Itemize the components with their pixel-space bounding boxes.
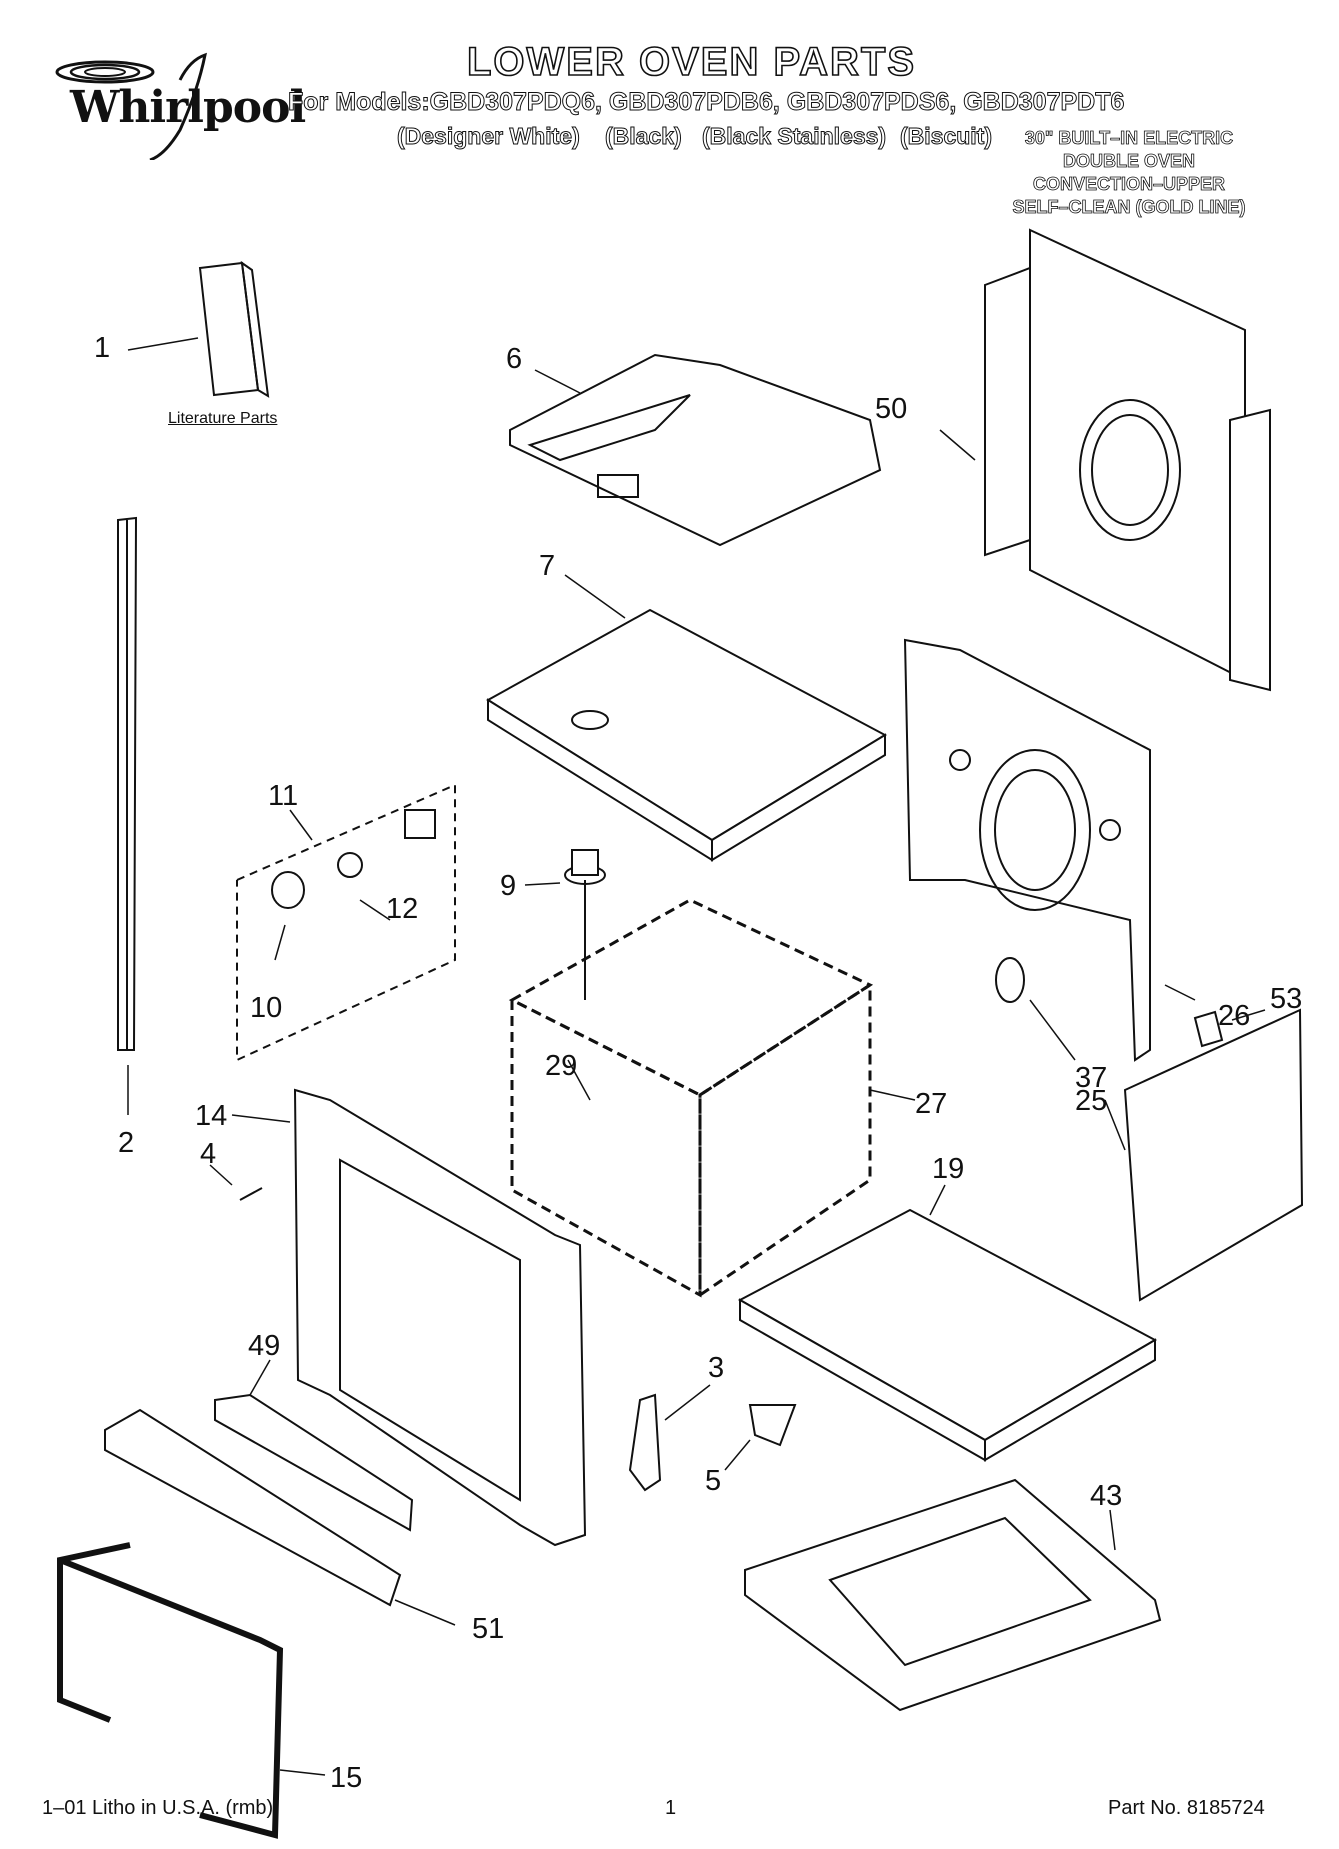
callout-14: 14 bbox=[195, 1100, 228, 1132]
part-lens bbox=[271, 871, 305, 909]
part-clip bbox=[1193, 1010, 1224, 1048]
part-oven-top bbox=[486, 608, 888, 862]
callout-29: 29 bbox=[545, 1050, 578, 1082]
color-black: (Black) bbox=[605, 123, 683, 150]
part-bulb bbox=[337, 852, 363, 878]
callout-26: 26 bbox=[1218, 1000, 1251, 1032]
callout-9: 9 bbox=[500, 870, 517, 902]
part-oven-cavity bbox=[508, 898, 874, 1298]
callout-5: 5 bbox=[705, 1465, 722, 1497]
spec-line-4: SELF–CLEAN (GOLD LINE) bbox=[1012, 197, 1246, 218]
part-rear-panel bbox=[984, 228, 1271, 692]
page-title: LOWER OVEN PARTS bbox=[466, 39, 917, 85]
color-biscuit: (Biscuit) bbox=[900, 123, 993, 150]
brand-wordmark: Whirlpool bbox=[70, 82, 306, 133]
part-thermal-fuse bbox=[995, 957, 1025, 1003]
part-bracket-3 bbox=[628, 1393, 662, 1492]
leader-lines bbox=[127, 337, 1266, 1776]
callout-2: 2 bbox=[118, 1127, 135, 1159]
part-light-assembly bbox=[236, 783, 456, 1062]
spec-line-1: 30" BUILT–IN ELECTRIC bbox=[1024, 128, 1234, 149]
callout-4: 4 bbox=[200, 1138, 217, 1170]
part-socket bbox=[404, 809, 436, 839]
part-vent-trim bbox=[104, 1408, 402, 1607]
callout-1: 1 bbox=[94, 332, 111, 364]
models-line: For Models:GBD307PDQ6, GBD307PDB6, GBD30… bbox=[287, 88, 1125, 117]
part-door-gasket bbox=[57, 1542, 284, 1839]
callout-10: 10 bbox=[250, 992, 283, 1024]
callout-49: 49 bbox=[248, 1330, 281, 1362]
callout-50: 50 bbox=[875, 393, 908, 425]
part-literature bbox=[198, 260, 270, 398]
callout-12: 12 bbox=[386, 893, 419, 925]
part-trim-strip bbox=[117, 516, 138, 1051]
color-black-stainless: (Black Stainless) bbox=[701, 123, 887, 150]
literature-parts-label: Literature Parts bbox=[168, 410, 278, 427]
callout-6: 6 bbox=[506, 343, 523, 375]
spec-line-2: DOUBLE OVEN bbox=[1062, 151, 1196, 172]
part-sensor bbox=[564, 849, 606, 1000]
callout-19: 19 bbox=[932, 1153, 965, 1185]
callout-7: 7 bbox=[539, 550, 556, 582]
callout-51: 51 bbox=[472, 1613, 505, 1645]
callout-25: 25 bbox=[1075, 1085, 1108, 1117]
footer-part-number: Part No. 8185724 bbox=[1108, 1797, 1265, 1819]
footer-litho: 1–01 Litho in U.S.A. (rmb) bbox=[42, 1797, 274, 1819]
part-top-shield bbox=[509, 353, 882, 547]
part-screw bbox=[239, 1187, 263, 1201]
callout-37: 37 bbox=[1075, 1062, 1108, 1094]
callout-11: 11 bbox=[268, 780, 299, 812]
callout-3: 3 bbox=[708, 1352, 725, 1384]
whirlpool-swirl-logo bbox=[55, 52, 207, 160]
callout-27: 27 bbox=[915, 1088, 948, 1120]
footer-page-number: 1 bbox=[665, 1797, 677, 1819]
part-side-panel bbox=[1123, 1008, 1304, 1302]
part-bottom-tray bbox=[744, 1478, 1162, 1712]
part-rear-frame bbox=[903, 638, 1151, 1062]
part-vent-bracket bbox=[214, 1393, 414, 1532]
part-front-frame bbox=[293, 1088, 587, 1547]
callout-53: 53 bbox=[1270, 983, 1303, 1015]
callout-43: 43 bbox=[1090, 1480, 1123, 1512]
part-bracket-5 bbox=[748, 1404, 797, 1447]
part-oven-bottom bbox=[737, 1208, 1158, 1462]
spec-line-3: CONVECTION–UPPER bbox=[1032, 174, 1226, 195]
color-designer-white: (Designer White) bbox=[397, 123, 581, 150]
callout-15: 15 bbox=[330, 1762, 363, 1794]
